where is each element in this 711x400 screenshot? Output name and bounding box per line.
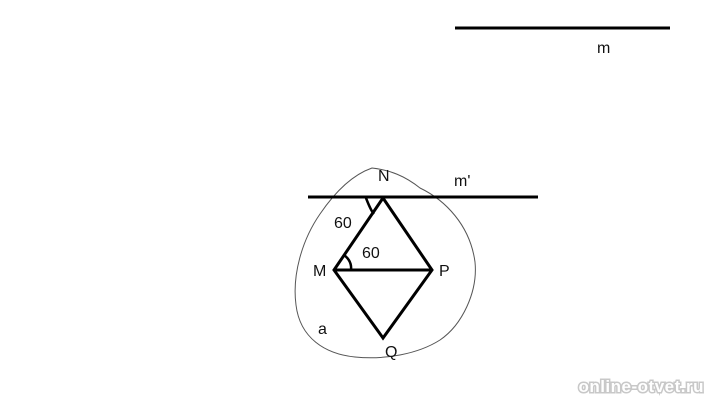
plane-a-outline — [294, 167, 476, 359]
rhombus-mnpq — [332, 195, 434, 341]
angle-arc-mid — [343, 254, 353, 271]
label-angle-top: 60 — [334, 215, 352, 232]
label-m-prime: m' — [454, 173, 470, 190]
label-point-p: P — [439, 263, 450, 280]
label-point-m: M — [313, 263, 326, 280]
label-m: m — [597, 40, 610, 57]
angle-arc-top — [364, 197, 375, 215]
label-angle-mid: 60 — [362, 245, 380, 262]
label-point-n: N — [378, 168, 390, 185]
label-plane-a: a — [318, 321, 327, 338]
label-point-q: Q — [385, 344, 397, 361]
watermark-text: online-otvet.ru — [578, 377, 704, 396]
